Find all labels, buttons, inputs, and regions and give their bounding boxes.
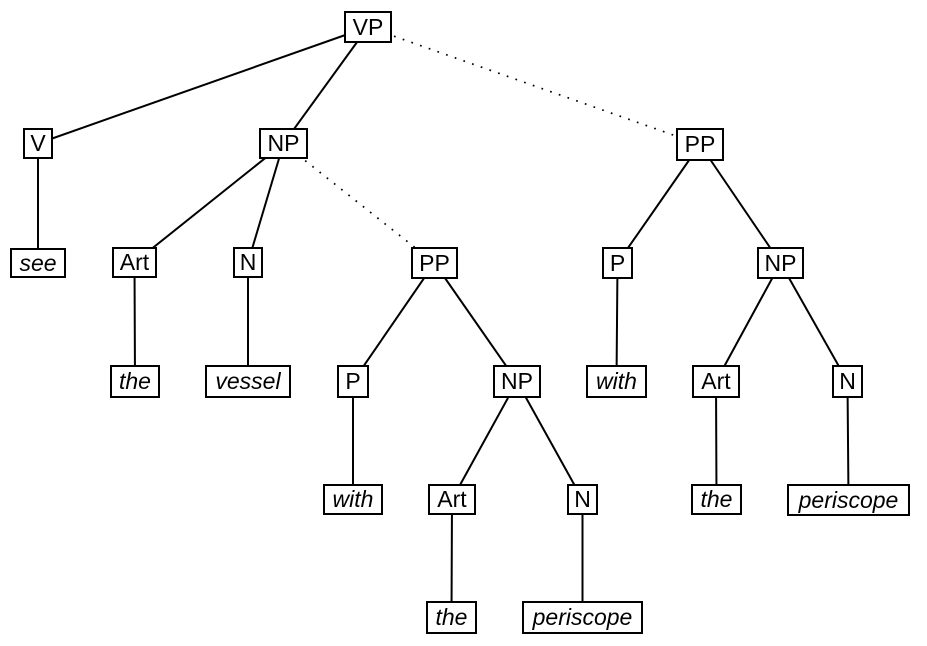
edge-vp-pp_high [367, 26, 701, 146]
node-np-object: NP [259, 128, 308, 159]
node-np-high: NP [757, 247, 804, 279]
edge-art_high-the_high [715, 381, 718, 500]
leaf-with-low: with [323, 484, 383, 515]
node-n-object: N [233, 247, 263, 278]
leaf-vessel: vessel [205, 365, 291, 398]
edge-pp_low-np_low [433, 262, 518, 383]
edge-np_obj-art_obj [133, 142, 285, 264]
leaf-periscope-high: periscope [787, 484, 910, 516]
edge-pp_high-p_high [616, 143, 701, 264]
edge-np_obj-pp_low [282, 142, 436, 264]
edge-np_low-art_low [451, 381, 518, 500]
edge-art_low-the_low [450, 499, 453, 618]
edge-p_high-with_high [615, 262, 619, 382]
node-n-high: N [832, 365, 863, 398]
edge-np_high-n_high [779, 262, 849, 382]
node-pp-vp-attached: PP [676, 128, 724, 161]
edge-np_low-n_low [516, 381, 584, 500]
node-vp: VP [344, 11, 392, 43]
edge-pp_high-np_high [699, 143, 782, 264]
node-n-low: N [567, 484, 598, 515]
edge-art_obj-the_obj [133, 262, 136, 382]
leaf-periscope-low: periscope [522, 601, 643, 634]
node-np-low: NP [493, 365, 541, 398]
leaf-see: see [10, 248, 66, 278]
node-pp-np-attached: PP [411, 247, 458, 279]
edge-vp-v [37, 26, 369, 145]
node-art-low: Art [428, 484, 476, 515]
edge-pp_low-p_low [352, 262, 436, 383]
edge-vp-np_obj [282, 26, 369, 145]
node-p-high: P [602, 247, 633, 279]
node-art-high: Art [692, 365, 740, 398]
leaf-the-high: the [691, 484, 742, 515]
edge-np_high-art_high [715, 262, 782, 382]
edge-n_high-periscope_high [846, 381, 850, 501]
leaf-with-high: with [586, 365, 647, 398]
node-v: V [23, 128, 53, 159]
leaf-the-low: the [426, 601, 477, 634]
node-art-object: Art [112, 247, 157, 278]
node-p-low: P [337, 365, 369, 398]
edge-np_obj-n_obj [247, 143, 285, 263]
leaf-the-object: the [110, 365, 160, 398]
